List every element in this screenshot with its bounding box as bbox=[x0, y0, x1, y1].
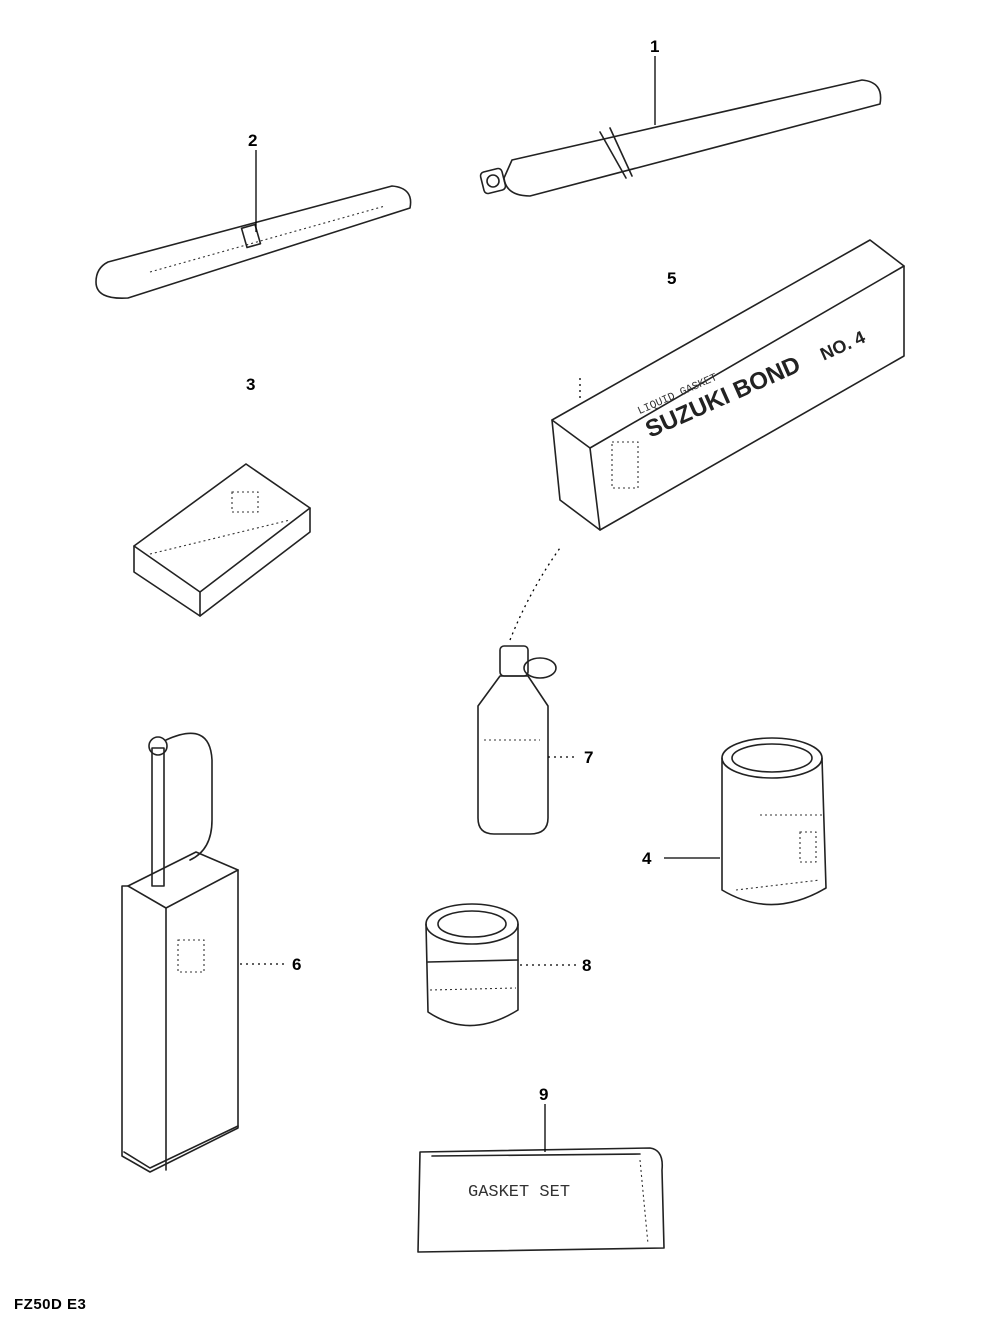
part-4-can bbox=[721, 737, 827, 906]
part-9-gasket-set bbox=[417, 1147, 665, 1253]
callout-7: 7 bbox=[584, 748, 593, 767]
part-7-bottle bbox=[477, 547, 561, 835]
bond-number-label: NO. 4 bbox=[817, 327, 868, 364]
callout-1: 1 bbox=[650, 37, 659, 56]
callout-3: 3 bbox=[246, 375, 255, 394]
callout-9: 9 bbox=[539, 1085, 548, 1104]
part-3-kit-box bbox=[133, 463, 311, 617]
callout-6: 6 bbox=[292, 955, 301, 974]
callout-4: 4 bbox=[642, 849, 652, 868]
callout-2: 2 bbox=[248, 131, 257, 150]
callout-8: 8 bbox=[582, 956, 591, 975]
model-code-label: FZ50D E3 bbox=[14, 1296, 87, 1313]
part-5-bond-box bbox=[551, 239, 905, 531]
gasket-set-label: GASKET SET bbox=[468, 1183, 570, 1202]
bond-box-label-group: LIQUID GASKET SUZUKI BOND NO. 4 bbox=[636, 327, 868, 444]
part-1-tube bbox=[479, 79, 882, 197]
part-8-tin bbox=[425, 903, 519, 1027]
callout-5: 5 bbox=[667, 269, 676, 288]
part-2-lever bbox=[95, 185, 412, 299]
part-6-oil-can bbox=[121, 732, 239, 1173]
